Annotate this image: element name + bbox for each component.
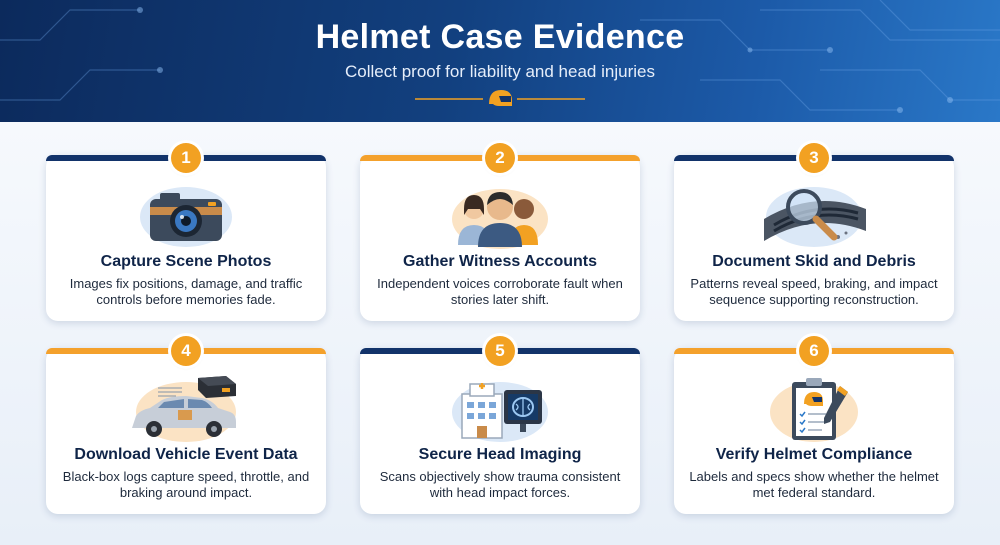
card-title: Verify Helmet Compliance (715, 446, 913, 463)
card-description: Images fix positions, damage, and traffi… (69, 276, 303, 307)
card-gather-witness-accounts: 2 Gather Witness Accounts Independent vo… (360, 143, 640, 321)
card-title: Download Vehicle Event Data (74, 446, 298, 463)
page-title: Helmet Case Evidence (315, 18, 685, 56)
camera-icon (140, 187, 232, 247)
step-badge: 2 (485, 143, 515, 173)
card-title: Document Skid and Debris (712, 253, 916, 270)
hospital-scan-icon (452, 382, 548, 442)
card-description: Black-box logs capture speed, throttle, … (62, 469, 310, 500)
card-title: Secure Head Imaging (418, 446, 582, 463)
page-subtitle: Collect proof for liability and head inj… (345, 62, 655, 81)
card-capture-scene-photos: 1 Capture Scene Photos Images fix positi… (46, 143, 326, 321)
card-verify-helmet-compliance: 6 Verify Helmet Compliance Labels and sp… (674, 336, 954, 514)
helmet-icon (489, 90, 512, 106)
helmet-divider (415, 90, 585, 106)
people-icon (452, 189, 548, 249)
card-title: Capture Scene Photos (100, 253, 272, 270)
step-badge: 3 (799, 143, 829, 173)
card-description: Scans objectively show trauma consistent… (379, 469, 621, 500)
step-badge: 1 (171, 143, 201, 173)
card-secure-head-imaging: 5 Secure Head Imaging Scans objectively … (360, 336, 640, 514)
clipboard-helmet-icon (770, 378, 858, 442)
card-description: Labels and specs show whether the helmet… (689, 469, 939, 500)
step-badge: 4 (171, 336, 201, 366)
step-badge: 6 (799, 336, 829, 366)
card-description: Independent voices corroborate fault whe… (377, 276, 623, 307)
card-download-vehicle-event-data: 4 Download Vehicle Event Data Black-box … (46, 336, 326, 514)
card-document-skid-and-debris: 3 Document Skid and Debris Patterns reve… (674, 143, 954, 321)
header-banner: Helmet Case Evidence Collect proof for l… (0, 0, 1000, 122)
car-blackbox-icon (132, 376, 236, 442)
card-description: Patterns reveal speed, braking, and impa… (690, 276, 938, 307)
circuit-pattern (0, 0, 1000, 113)
magnifier-road-icon (764, 187, 866, 247)
card-title: Gather Witness Accounts (403, 253, 597, 270)
step-badge: 5 (485, 336, 515, 366)
